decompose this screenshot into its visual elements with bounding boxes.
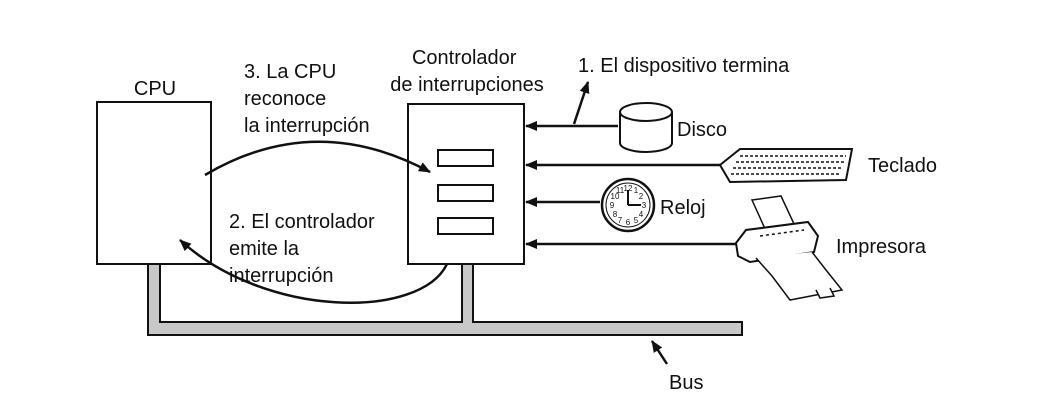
cpu-label: CPU	[134, 78, 176, 100]
controller-label: Controlador de interrupciones	[390, 47, 543, 96]
controller-slot	[437, 184, 494, 202]
bus-label: Bus	[669, 372, 703, 394]
disk-icon	[619, 102, 673, 153]
step1-pointer	[572, 81, 590, 125]
clock-numeral: 9	[610, 201, 615, 210]
clock-icon: 12 1 2 3 4 5 6 7 8 9 10 11	[600, 177, 656, 233]
keyboard-icon	[718, 148, 854, 184]
clock-numeral: 6	[626, 218, 631, 227]
clock-numeral: 5	[634, 216, 639, 225]
device-label-clock: Reloj	[660, 197, 706, 219]
clock-numeral: 8	[613, 210, 618, 219]
device-label-disk: Disco	[677, 119, 727, 141]
clock-numeral: 11	[616, 186, 625, 195]
printer-icon	[734, 195, 844, 301]
cpu-box	[96, 101, 212, 265]
clock-numeral: 2	[639, 192, 644, 201]
controller-slot	[437, 149, 494, 167]
device-label-keyboard: Teclado	[868, 155, 937, 177]
clock-numeral: 12	[624, 184, 633, 193]
clock-numeral: 1	[634, 186, 639, 195]
step2-label: 2. El controlador emite la interrupción	[229, 211, 380, 287]
clock-numeral: 7	[618, 216, 623, 225]
acknowledge-arrow	[204, 140, 431, 177]
clock-numeral: 3	[642, 201, 647, 210]
step1-label: 1. El dispositivo termina	[578, 55, 790, 77]
clock-numeral: 10	[611, 192, 620, 201]
bus-pointer	[650, 340, 669, 365]
controller-slot	[437, 217, 494, 235]
issue-interrupt-arrow	[179, 239, 449, 304]
step3-label: 3. La CPU reconoce la interrupción	[244, 61, 370, 137]
device-label-printer: Impresora	[836, 236, 927, 258]
clock-numeral: 4	[639, 210, 644, 219]
